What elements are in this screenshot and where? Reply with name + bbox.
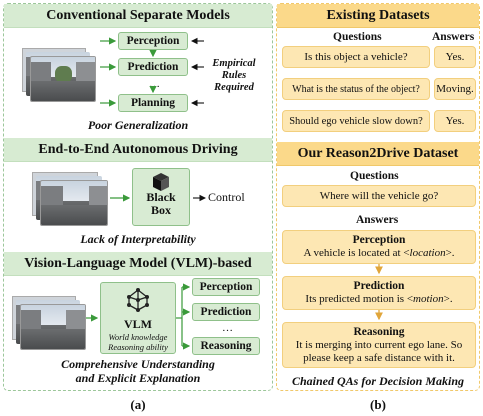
existing-question-3: Should ego vehicle slow down? bbox=[282, 110, 430, 132]
empirical-rules-note: Empirical Rules Required bbox=[212, 58, 256, 93]
existing-answer-2: Moving. bbox=[434, 78, 476, 100]
existing-question-2: What is the status of the object? bbox=[282, 78, 430, 100]
step-prediction: Prediction Its predicted motion is <moti… bbox=[282, 276, 476, 310]
caption-poor-generalization: Poor Generalization bbox=[87, 118, 189, 132]
vlm-output-reasoning: Reasoning bbox=[192, 337, 260, 355]
label-b: (b) bbox=[370, 397, 386, 412]
ours-question: Where will the vehicle go? bbox=[282, 185, 476, 207]
module-planning: Planning bbox=[118, 94, 188, 112]
vlm-output-perception: Perception bbox=[192, 278, 260, 296]
caption-chained-qas: Chained QAs for Decision Making bbox=[291, 374, 465, 388]
existing-question-1: Is this object a vehicle? bbox=[282, 46, 430, 68]
ours-header: Our Reason2Drive Dataset bbox=[277, 142, 479, 166]
network-icon bbox=[127, 288, 149, 312]
existing-answer-3: Yes. bbox=[434, 110, 476, 132]
ours-questions-label: Questions bbox=[350, 170, 399, 182]
module-prediction: Prediction bbox=[118, 58, 188, 76]
step-perception: Perception A vehicle is located at <loca… bbox=[282, 230, 476, 264]
vlm-output-prediction: Prediction bbox=[192, 303, 260, 321]
conventional-header: Conventional Separate Models bbox=[4, 4, 272, 28]
vlm-output-ellipsis: … bbox=[222, 322, 233, 334]
step-reasoning: Reasoning It is merging into current ego… bbox=[282, 322, 476, 368]
panel-a bbox=[3, 3, 273, 391]
col-questions: Questions bbox=[333, 31, 382, 43]
vlm-header: Vision-Language Model (VLM)-based bbox=[4, 252, 272, 276]
vlm-box-title: VLM bbox=[124, 317, 152, 331]
panel-b bbox=[276, 3, 480, 391]
control-output: Control bbox=[208, 190, 245, 204]
col-answers: Answers bbox=[432, 31, 475, 43]
label-a: (a) bbox=[130, 397, 146, 412]
existing-header: Existing Datasets bbox=[277, 4, 479, 28]
module-perception: Perception bbox=[118, 32, 188, 50]
e2e-header: End-to-End Autonomous Driving bbox=[4, 138, 272, 162]
caption-lack-interpretability: Lack of Interpretability bbox=[80, 232, 196, 246]
module-ellipsis: … bbox=[149, 78, 160, 90]
existing-answer-1: Yes. bbox=[434, 46, 476, 68]
caption-comprehensive: Comprehensive Understanding and Explicit… bbox=[61, 357, 215, 385]
ours-answers-label: Answers bbox=[356, 214, 399, 226]
cube-icon bbox=[153, 173, 169, 191]
